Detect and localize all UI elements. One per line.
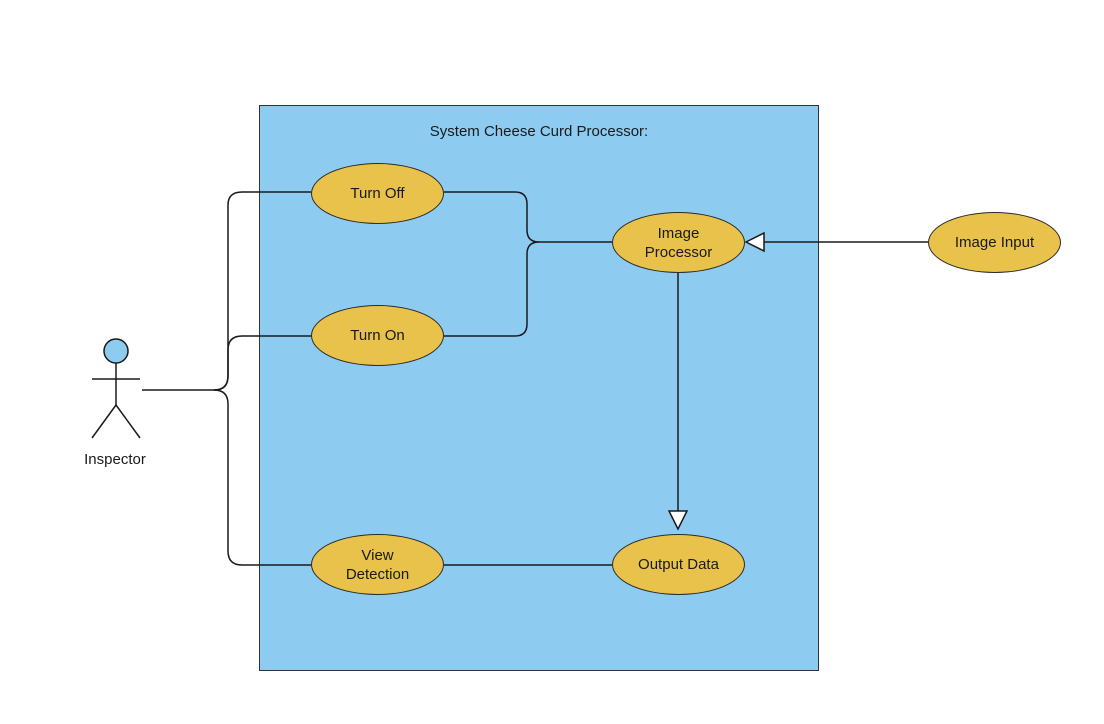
actor-left-leg — [91, 404, 117, 439]
usecase-image-processor: Image Processor — [612, 212, 745, 273]
actor-right-leg — [115, 404, 141, 439]
generalization-arrowhead-2 — [667, 510, 689, 531]
usecase-turn-on: Turn On — [311, 305, 444, 366]
usecase-output-data: Output Data — [612, 534, 745, 595]
link-inspector-view — [213, 389, 311, 566]
link-inspector-turn-off — [142, 191, 311, 391]
link-turn-on-imgproc — [444, 241, 540, 337]
usecase-label-line1: Image — [657, 224, 700, 242]
usecase-label-line2: Processor — [644, 243, 713, 261]
actor-figure — [91, 338, 141, 439]
system-title: System Cheese Curd Processor: — [429, 123, 649, 140]
usecase-turn-off: Turn Off — [311, 163, 444, 224]
usecase-label: Turn Off — [350, 185, 405, 202]
actor-label: Inspector — [84, 451, 146, 468]
link-inspector-turn-on — [213, 335, 311, 391]
usecase-label: Output Data — [638, 556, 719, 573]
actor-head — [103, 338, 129, 364]
usecase-view-detection: View Detection — [311, 534, 444, 595]
generalization-arrowhead-1 — [744, 231, 765, 253]
usecase-label-line2: Detection — [345, 565, 410, 583]
link-turn-off-imgproc — [444, 191, 612, 243]
usecase-label-line1: View — [361, 546, 394, 564]
usecase-label: Image Input — [954, 234, 1035, 251]
usecase-image-input: Image Input — [928, 212, 1061, 273]
usecase-label: Turn On — [350, 327, 405, 344]
